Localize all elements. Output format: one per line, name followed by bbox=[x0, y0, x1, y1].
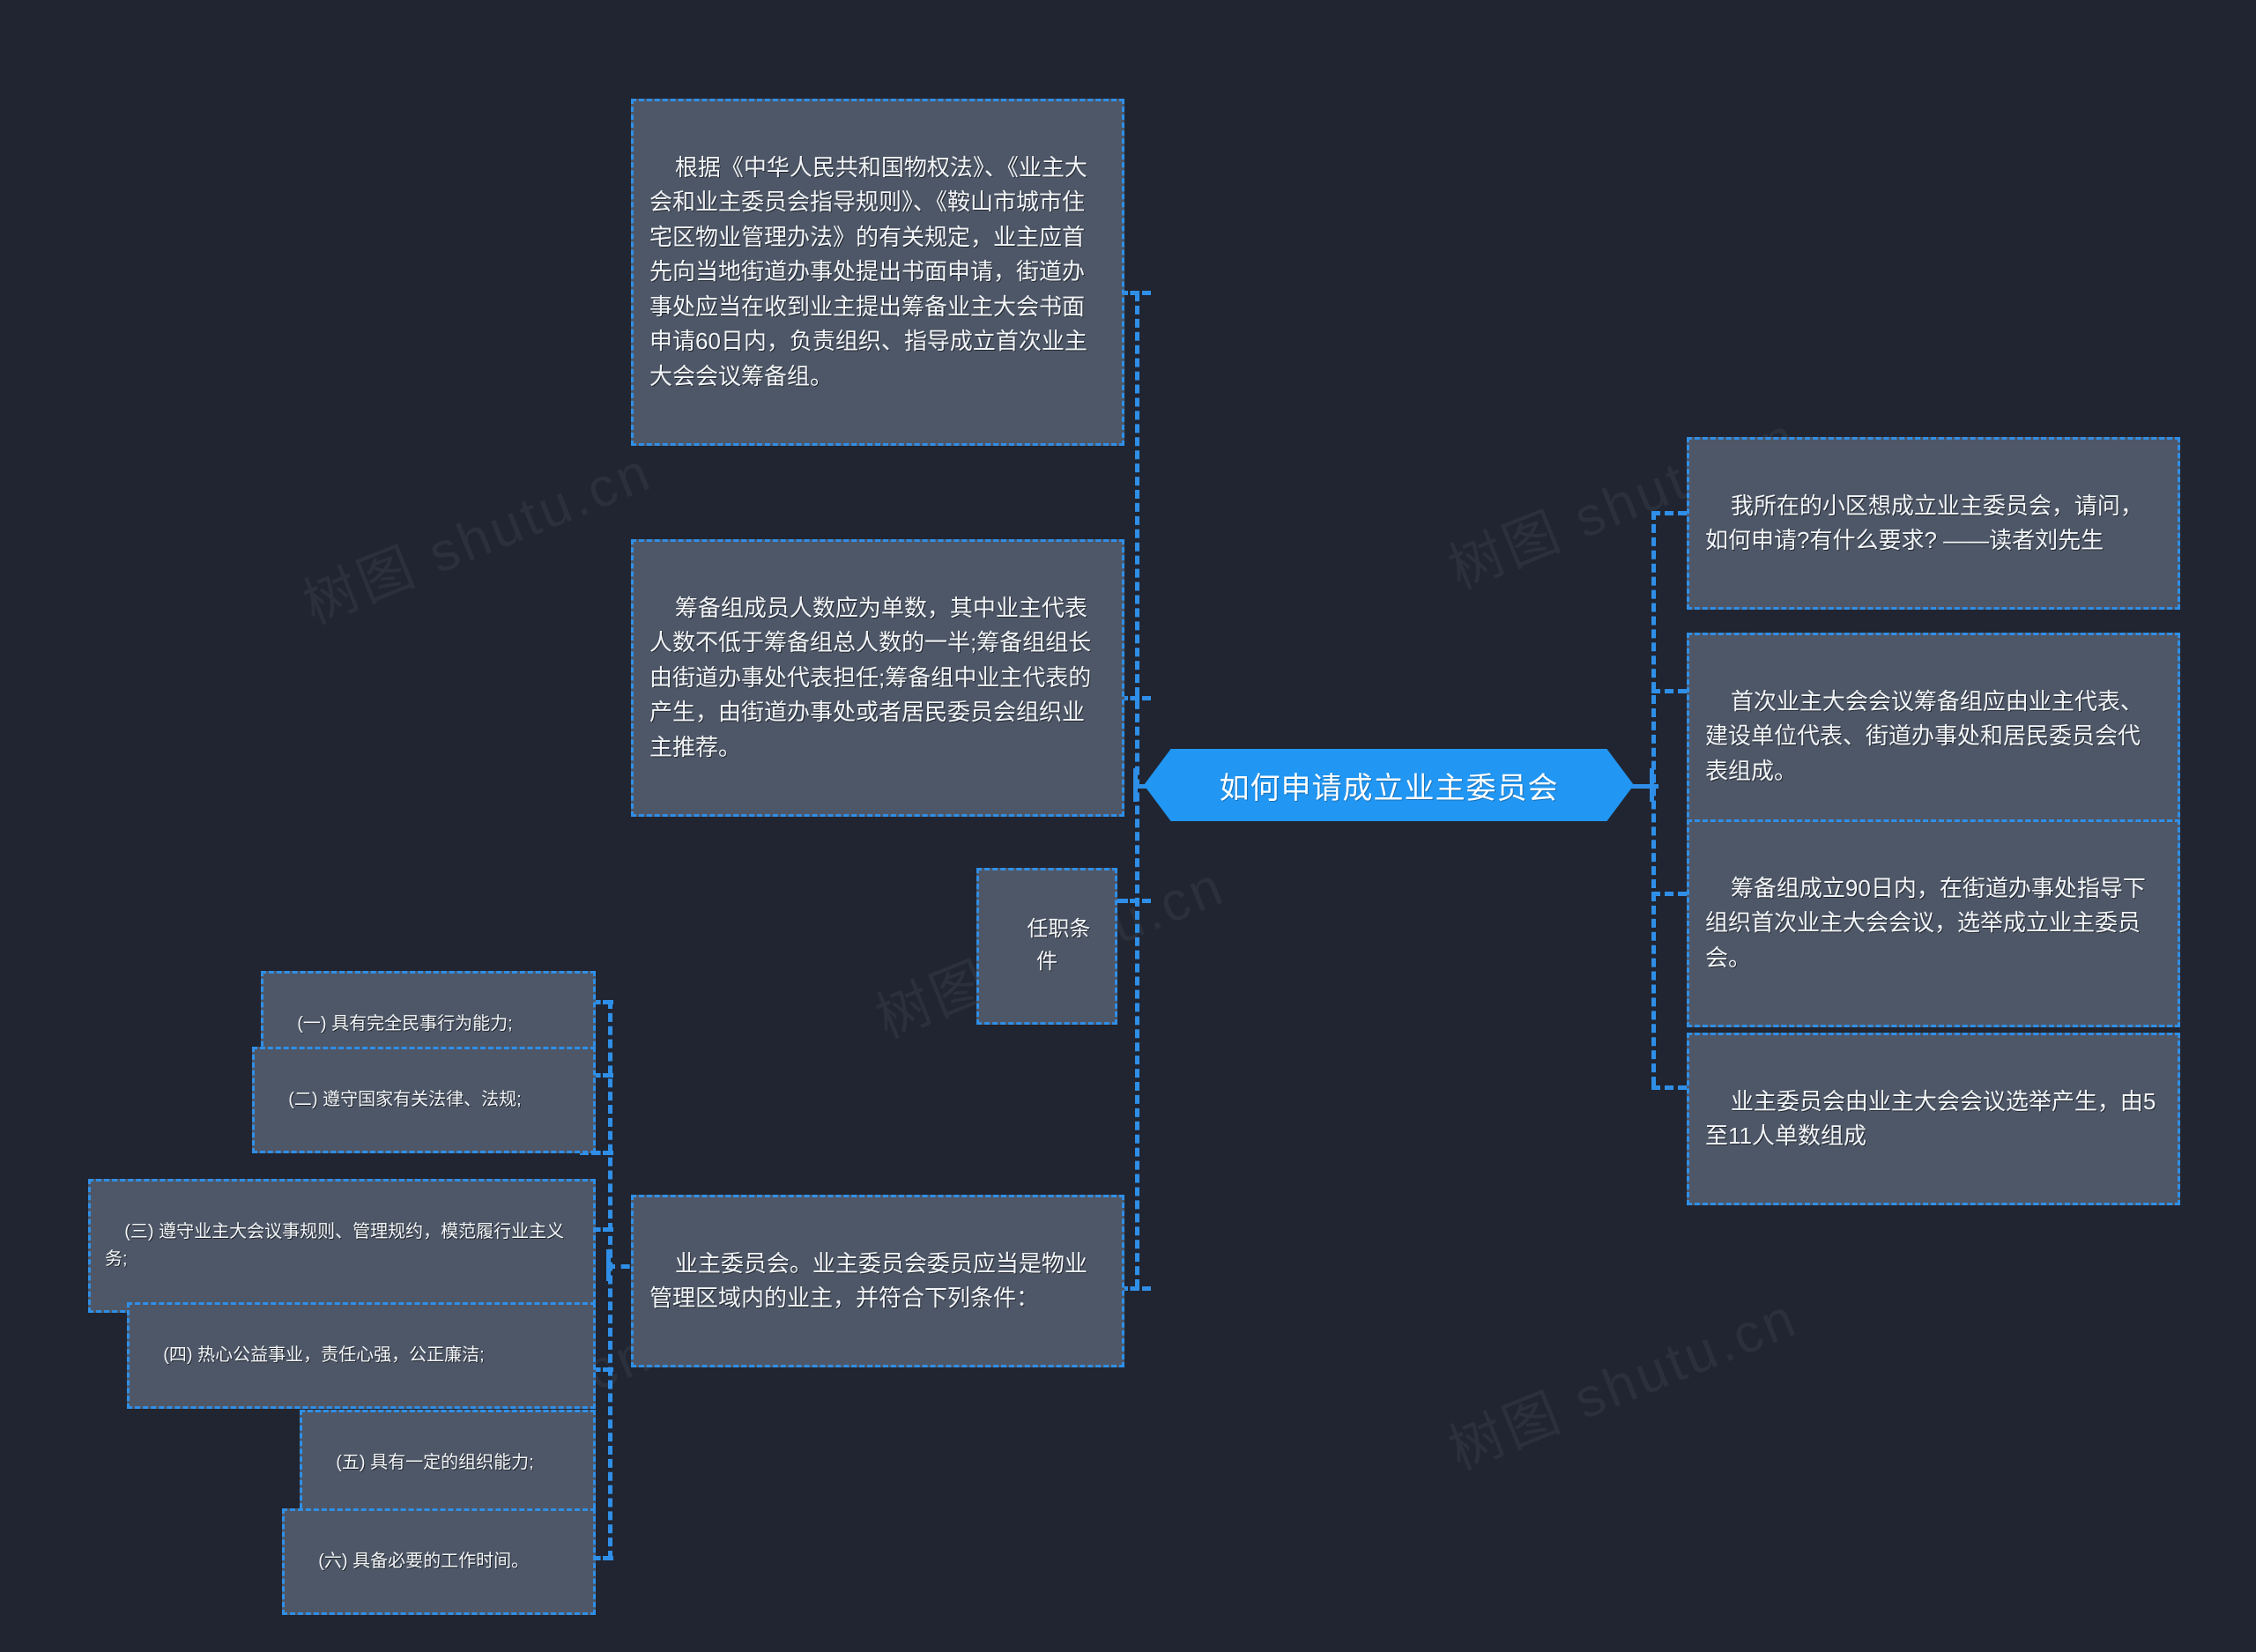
branch-node-legal-basis[interactable]: 根据《中华人民共和国物权法》、《业主大会和业主委员会指导规则》、《鞍山市城市住宅… bbox=[631, 99, 1124, 446]
branch-node-label: 业主委员会由业主大会会议选举产生，由5至11人单数组成 bbox=[1705, 1087, 2156, 1150]
branch-node-label: 首次业主大会会议筹备组应由业主代表、建设单位代表、街道办事处和居民委员会代表组成… bbox=[1705, 687, 2143, 784]
condition-node-label: (六) 具备必要的工作时间。 bbox=[318, 1552, 530, 1572]
condition-node-label: (四) 热心公益事业，责任心强，公正廉洁; bbox=[163, 1345, 485, 1366]
connector-right-stub-1 bbox=[1651, 511, 1687, 515]
connector-right-trunk bbox=[1651, 511, 1656, 1085]
branch-node-committee-requirements[interactable]: 业主委员会。业主委员会委员应当是物业管理区域内的业主，并符合下列条件： bbox=[631, 1195, 1124, 1368]
center-node[interactable]: 如何申请成立业主委员会 bbox=[1144, 749, 1634, 821]
condition-node-2[interactable]: (二) 遵守国家有关法律、法规; bbox=[252, 1047, 596, 1154]
connector-right-center-tick bbox=[1650, 768, 1654, 802]
branch-node-group-composition[interactable]: 首次业主大会会议筹备组应由业主代表、建设单位代表、街道办事处和居民委员会代表组成… bbox=[1687, 633, 2180, 841]
connector-left-trunk bbox=[1135, 293, 1139, 1288]
connector-left-stub-3 bbox=[1119, 899, 1151, 903]
branch-node-label: 业主委员会。业主委员会委员应当是物业管理区域内的业主，并符合下列条件： bbox=[649, 1249, 1087, 1312]
condition-node-4[interactable]: (四) 热心公益事业，责任心强，公正廉洁; bbox=[127, 1302, 596, 1410]
condition-node-6[interactable]: (六) 具备必要的工作时间。 bbox=[282, 1508, 596, 1616]
connector-right-stub-4 bbox=[1651, 1085, 1687, 1090]
watermark: 树图 shutu.cn bbox=[1440, 1286, 1807, 1482]
branch-node-reader-question[interactable]: 我所在的小区想成立业主委员会，请问，如何申请?有什么要求? ——读者刘先生 bbox=[1687, 437, 2180, 611]
branch-node-preparation-group[interactable]: 筹备组成员人数应为单数，其中业主代表人数不低于筹备组总人数的一半;筹备组组长由街… bbox=[631, 539, 1124, 817]
connector-conditions-parent-tick bbox=[606, 1249, 611, 1281]
center-node-label: 如何申请成立业主委员会 bbox=[1219, 771, 1559, 805]
condition-node-label: (三) 遵守业主大会议事规则、管理规约，模范履行业主义务; bbox=[105, 1222, 565, 1269]
condition-node-3[interactable]: (三) 遵守业主大会议事规则、管理规约，模范履行业主义务; bbox=[88, 1179, 596, 1313]
connector-right-stub-3 bbox=[1651, 892, 1687, 896]
branch-node-label: 筹备组成员人数应为单数，其中业主代表人数不低于筹备组总人数的一半;筹备组组长由街… bbox=[649, 594, 1092, 760]
branch-node-label: 任职条件 bbox=[1027, 917, 1091, 974]
condition-node-label: (一) 具有完全民事行为能力; bbox=[297, 1014, 513, 1034]
watermark: 树图 shutu.cn bbox=[294, 441, 661, 636]
connector-right-stub-2 bbox=[1651, 689, 1687, 693]
condition-node-label: (五) 具有一定的组织能力; bbox=[336, 1453, 534, 1473]
condition-node-label: (二) 遵守国家有关法律、法规; bbox=[288, 1090, 522, 1110]
branch-node-label: 我所在的小区想成立业主委员会，请问，如何申请?有什么要求? ——读者刘先生 bbox=[1705, 492, 2143, 554]
condition-node-5[interactable]: (五) 具有一定的组织能力; bbox=[300, 1410, 596, 1517]
branch-node-label: 筹备组成立90日内，在街道办事处指导下组织首次业主大会会议，选举成立业主委员会。 bbox=[1705, 874, 2146, 971]
branch-node-label: 根据《中华人民共和国物权法》、《业主大会和业主委员会指导规则》、《鞍山市城市住宅… bbox=[649, 153, 1087, 389]
branch-node-qualification-title[interactable]: 任职条件 bbox=[976, 868, 1117, 1025]
connector-conditions-trunk bbox=[608, 1000, 612, 1559]
branch-node-committee-election[interactable]: 业主委员会由业主大会会议选举产生，由5至11人单数组成 bbox=[1687, 1033, 2180, 1206]
connector-center-tick bbox=[1133, 768, 1138, 802]
branch-node-90-day-rule[interactable]: 筹备组成立90日内，在街道办事处指导下组织首次业主大会会议，选举成立业主委员会。 bbox=[1687, 819, 2180, 1027]
